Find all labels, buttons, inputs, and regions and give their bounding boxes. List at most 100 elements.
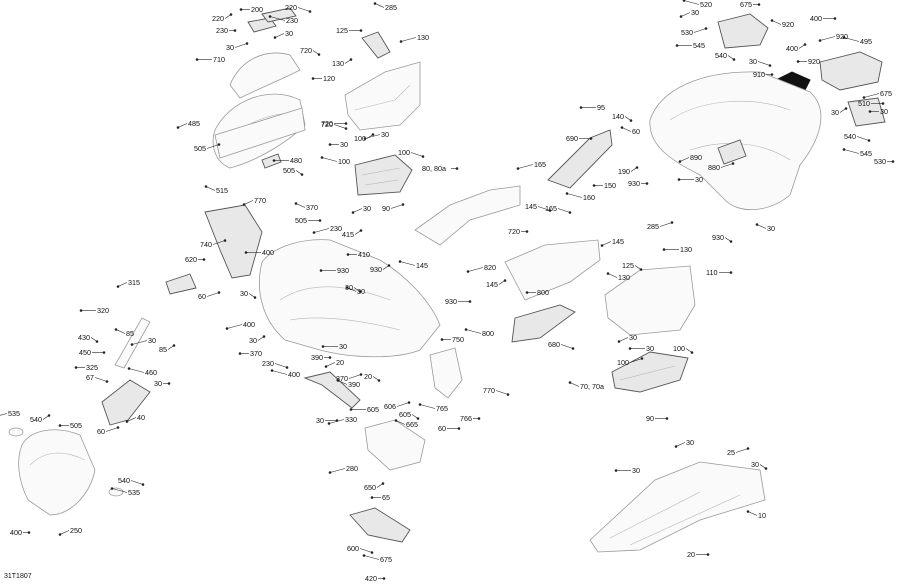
callout: 675 bbox=[740, 0, 752, 9]
callout: 370 bbox=[336, 374, 348, 383]
leader-line bbox=[419, 404, 436, 409]
callout: 100 bbox=[673, 344, 685, 353]
callout: 140 bbox=[612, 112, 624, 121]
leader-line bbox=[759, 464, 767, 469]
leader-line bbox=[382, 265, 390, 270]
leader-line bbox=[557, 208, 571, 213]
leader-line bbox=[376, 483, 384, 488]
part-windshield bbox=[229, 52, 301, 99]
part-cover-880 bbox=[717, 139, 747, 165]
leader-line bbox=[346, 287, 357, 292]
callout: 60 bbox=[198, 292, 206, 301]
callout: 30 bbox=[316, 416, 324, 425]
leader-line bbox=[295, 203, 306, 208]
callout: 665 bbox=[406, 420, 418, 429]
callout: 130 bbox=[332, 59, 344, 68]
leader-line bbox=[607, 273, 618, 278]
leader-line bbox=[128, 368, 145, 373]
part-bracket-520 bbox=[261, 7, 297, 23]
leader-line bbox=[177, 123, 188, 128]
callout: 30 bbox=[646, 344, 654, 353]
callout: 430 bbox=[78, 333, 90, 342]
leader-line bbox=[618, 337, 629, 342]
part-bracket-620 bbox=[165, 273, 197, 295]
leader-line bbox=[313, 228, 330, 233]
leader-line bbox=[720, 163, 734, 168]
leader-line bbox=[131, 340, 148, 345]
leader-line bbox=[94, 377, 108, 382]
callout: 460 bbox=[145, 368, 157, 377]
callout: 150 bbox=[604, 181, 616, 190]
callout: 370 bbox=[306, 203, 318, 212]
leader-line bbox=[863, 93, 880, 98]
leader-line bbox=[352, 208, 363, 213]
part-headlight-housing bbox=[204, 204, 263, 279]
callout: 510 bbox=[858, 99, 870, 108]
callout: 400 bbox=[786, 44, 798, 53]
leader-line bbox=[685, 348, 693, 353]
part-rear-body bbox=[649, 71, 822, 211]
callout: 130 bbox=[417, 33, 429, 42]
callout: 30 bbox=[345, 283, 353, 292]
leader-line bbox=[337, 380, 348, 385]
part-support-40 bbox=[101, 379, 151, 426]
callout: 800 bbox=[537, 288, 549, 297]
callout: 30 bbox=[285, 29, 293, 38]
callout: 400 bbox=[262, 248, 274, 257]
callout: 145 bbox=[612, 237, 624, 246]
part-guard-750 bbox=[429, 347, 463, 399]
leader-line bbox=[234, 43, 248, 48]
callout: 920 bbox=[782, 20, 794, 29]
part-side-bracket-690 bbox=[547, 129, 613, 189]
callout: 130 bbox=[618, 273, 630, 282]
callout: 410 bbox=[358, 250, 370, 259]
leader-line bbox=[601, 241, 612, 246]
callout: 690 bbox=[566, 134, 578, 143]
leader-line bbox=[569, 382, 580, 387]
leader-line bbox=[399, 261, 416, 266]
callout: 30 bbox=[691, 8, 699, 17]
leader-line bbox=[90, 337, 98, 342]
callout: 145 bbox=[486, 280, 498, 289]
callout: 200 bbox=[251, 5, 263, 14]
part-rear-box bbox=[604, 265, 696, 336]
callout: 165 bbox=[545, 204, 557, 213]
callout: 930 bbox=[445, 297, 457, 306]
part-side-panel-820 bbox=[504, 239, 601, 301]
leader-line bbox=[843, 149, 860, 154]
leader-line bbox=[111, 488, 128, 493]
callout: 930 bbox=[712, 233, 724, 242]
part-side-panel-145 bbox=[414, 185, 521, 246]
leader-line bbox=[856, 136, 870, 141]
callout: 30 bbox=[363, 204, 371, 213]
leader-line bbox=[329, 468, 346, 473]
callout: 30 bbox=[686, 438, 694, 447]
part-column-320 bbox=[114, 317, 151, 369]
callout: 125 bbox=[622, 261, 634, 270]
leader-line bbox=[843, 37, 860, 42]
part-clip-480 bbox=[261, 153, 282, 169]
leader-line bbox=[295, 170, 303, 175]
leader-line bbox=[333, 124, 347, 129]
part-handle-125 bbox=[361, 31, 391, 59]
callout: 520 bbox=[700, 0, 712, 9]
callout: 30 bbox=[226, 43, 234, 52]
leader-line bbox=[321, 157, 338, 162]
callout: 400 bbox=[810, 14, 822, 23]
leader-line bbox=[396, 402, 410, 407]
callout: 250 bbox=[70, 526, 82, 535]
callout: 30 bbox=[749, 57, 757, 66]
callout: 710 bbox=[213, 55, 225, 64]
callout: 120 bbox=[323, 74, 335, 83]
callout: 545 bbox=[860, 149, 872, 158]
leader-line bbox=[366, 134, 374, 139]
leader-line bbox=[819, 36, 836, 41]
callout: 910 bbox=[753, 70, 765, 79]
callout: 605 bbox=[399, 410, 411, 419]
leader-line bbox=[798, 44, 806, 49]
callout: 450 bbox=[79, 348, 91, 357]
leader-line bbox=[274, 33, 285, 38]
leader-line bbox=[353, 287, 361, 292]
callout: 95 bbox=[597, 103, 605, 112]
